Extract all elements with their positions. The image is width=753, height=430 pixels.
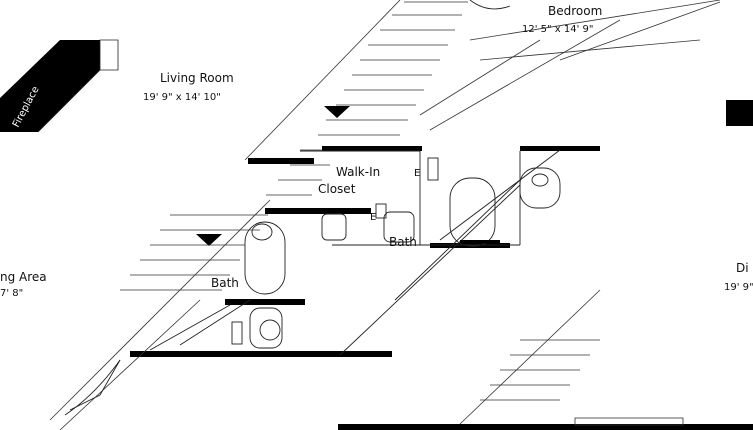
walk-in-closet-line2: Closet — [318, 182, 356, 196]
wall-bath-left-top — [225, 299, 305, 305]
bedroom-name: Bedroom — [548, 4, 602, 18]
walk-in-closet-line1: Walk-In — [336, 165, 380, 179]
dining-right-name: Di — [736, 261, 749, 275]
bath-right-fixtures — [321, 157, 561, 247]
wall-top-mid — [322, 146, 422, 151]
upper-staircase — [244, 0, 468, 196]
door-mark-closet: E — [414, 168, 420, 179]
wall-top-right — [520, 146, 600, 151]
wall-closet-top — [248, 158, 314, 164]
dining-area-dims: 7' 8" — [0, 288, 23, 299]
lower-door-swing — [64, 359, 121, 416]
right-stair-edges — [419, 0, 721, 131]
living-room-dims: 19' 9" x 14' 10" — [143, 92, 221, 103]
bath-left-name: Bath — [211, 276, 239, 290]
wall-bottom — [130, 351, 392, 357]
living-room-name: Living Room — [160, 71, 234, 85]
wall-closet-bottom — [265, 208, 371, 214]
wall-bath-divider — [430, 243, 510, 248]
stair-arrow-lower — [196, 234, 222, 246]
bath-right-name: Bath — [389, 235, 417, 249]
bath-left-fixtures — [149, 221, 286, 351]
wall-right-stub — [726, 100, 753, 126]
wall-bottom-right — [338, 424, 753, 430]
closet-outline — [300, 149, 561, 356]
lower-door-swing-2 — [69, 359, 121, 411]
dining-right-dims: 19' 9" — [724, 282, 753, 293]
stair-arrow-upper — [324, 106, 350, 118]
lower-staircase — [49, 199, 271, 430]
bath-right-counter — [460, 240, 500, 243]
door-mark-bath: E — [370, 212, 376, 223]
dining-area-name: ng Area — [0, 270, 47, 284]
bedroom-door-swing — [469, 0, 511, 10]
bedroom-dims: 12' 5" x 14' 9" — [522, 24, 594, 35]
fireplace: Fireplace — [0, 39, 119, 133]
lower-right-staircase — [459, 289, 684, 426]
